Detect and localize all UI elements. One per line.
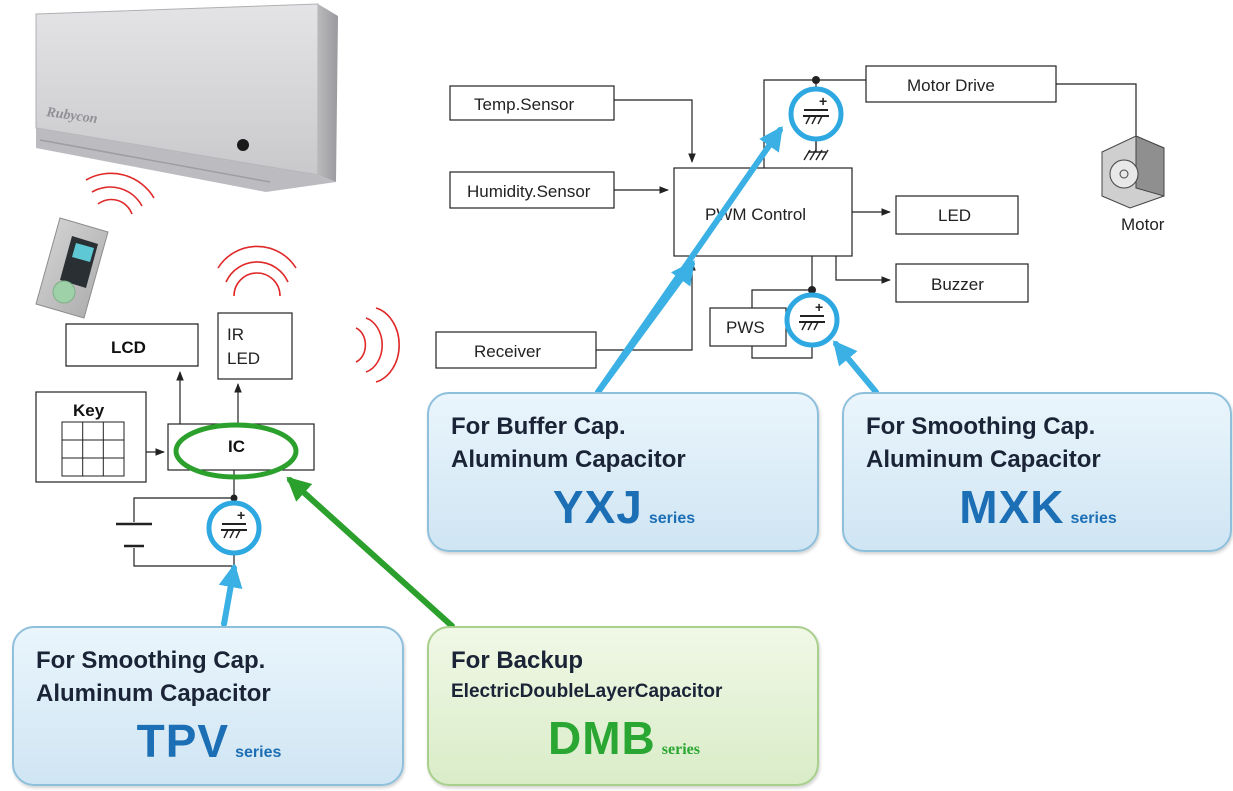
capacitor-icon: +	[206, 500, 262, 556]
tpv-pointer	[218, 563, 243, 627]
callout-dmb: For Backup ElectricDoubleLayerCapacitor …	[427, 626, 819, 786]
series-suffix-yxj: series	[648, 510, 696, 527]
callout-dmb-series: DMB series	[451, 711, 797, 765]
pwm-control-label: PWM Control	[705, 205, 806, 224]
callout-mxk-series: MXK series	[866, 480, 1210, 534]
series-name-tpv: TPV	[136, 715, 230, 767]
callout-tpv: For Smoothing Cap. Aluminum Capacitor TP…	[12, 626, 404, 786]
motor-drive-label: Motor Drive	[907, 76, 995, 95]
remote-control-icon	[35, 217, 109, 319]
ir-led-label-line1: IR	[227, 325, 244, 344]
callout-dmb-line2: ElectricDoubleLayerCapacitor	[451, 681, 723, 702]
callout-tpv-line2: Aluminum Capacitor	[36, 680, 271, 707]
svg-text:+: +	[815, 299, 823, 315]
led-label: LED	[938, 206, 971, 225]
series-name-yxj: YXJ	[552, 481, 643, 533]
mxk-pointer	[832, 340, 879, 395]
callout-yxj-series: YXJ series	[451, 480, 797, 534]
ic-highlight	[173, 422, 299, 480]
pws-label: PWS	[726, 318, 765, 337]
temp-sensor-label: Temp.Sensor	[474, 95, 574, 114]
dmb-pointer	[286, 476, 455, 629]
motor-icon	[1101, 135, 1165, 209]
callout-mxk-line1: For Smoothing Cap.	[866, 413, 1096, 440]
callout-yxj-line1: For Buffer Cap.	[451, 413, 626, 440]
yxj-pointer-capacitor	[595, 126, 783, 395]
receiver-label: Receiver	[474, 342, 541, 361]
humidity-sensor-label: Humidity.Sensor	[467, 182, 591, 201]
battery-icon	[116, 522, 152, 548]
callout-mxk-line2: Aluminum Capacitor	[866, 446, 1101, 473]
series-suffix-tpv: series	[235, 744, 282, 761]
motor-label: Motor	[1121, 215, 1165, 234]
svg-text:+: +	[237, 507, 245, 523]
callout-mxk: For Smoothing Cap. Aluminum Capacitor MX…	[842, 392, 1232, 552]
callout-tpv-series: TPV series	[36, 714, 382, 768]
series-name-mxk: MXK	[959, 481, 1065, 533]
ic-label: IC	[228, 437, 245, 456]
svg-text:+: +	[819, 93, 827, 109]
capacitor-icon: +	[784, 292, 840, 348]
air-conditioner-icon: Rubycon	[35, 3, 338, 192]
capacitor-icon: +	[788, 86, 844, 142]
callout-tpv-line1: For Smoothing Cap.	[36, 647, 266, 674]
key-label: Key	[73, 401, 105, 420]
ir-led-label-line2: LED	[227, 349, 260, 368]
series-suffix-dmb: series	[661, 741, 700, 758]
callout-yxj: For Buffer Cap. Aluminum Capacitor YXJ se…	[427, 392, 819, 552]
ir-wave-icon	[85, 172, 400, 383]
callout-yxj-line2: Aluminum Capacitor	[451, 446, 686, 473]
buzzer-label: Buzzer	[931, 275, 984, 294]
series-suffix-mxk: series	[1070, 510, 1117, 527]
lcd-label: LCD	[111, 338, 146, 357]
callout-dmb-line1: For Backup	[451, 647, 584, 674]
brand-logo: Rubycon	[44, 105, 98, 127]
series-name-dmb: DMB	[548, 712, 656, 764]
keypad-icon	[61, 421, 125, 477]
